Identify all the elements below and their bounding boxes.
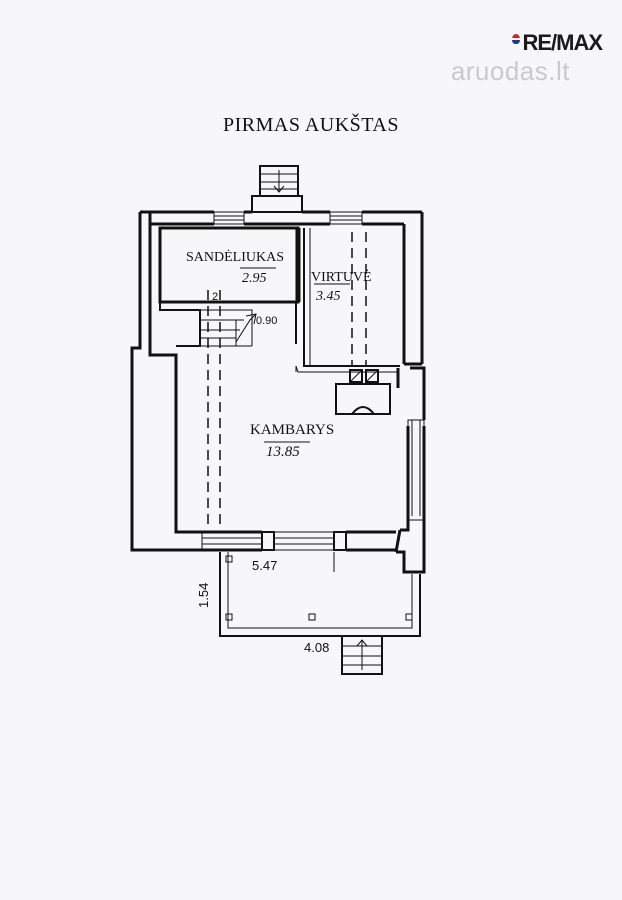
bottom-entrance-stair — [341, 635, 383, 675]
terrace — [219, 552, 421, 637]
room-area-kitchen: 3.45 — [315, 289, 341, 304]
room-area-living: 13.85 — [266, 444, 300, 460]
room-name-living: KAMBARYS — [250, 422, 334, 438]
top-windows — [213, 211, 425, 521]
room-name-storage: SANDĖLIUKAS — [186, 249, 284, 265]
balloon-icon — [512, 34, 521, 44]
remax-logo: RE/MAX — [512, 30, 603, 56]
watermark: aruodas.lt — [450, 56, 570, 86]
room-name-kitchen: VIRTUVĖ — [311, 269, 372, 285]
dashed-lines — [207, 232, 367, 530]
dim-terrace-depth: 1.54 — [196, 583, 211, 608]
dim-terrace-width: 5.47 — [252, 558, 277, 573]
stove — [335, 369, 391, 415]
stair-mark: 2 — [212, 291, 218, 303]
page-title: PIRMAS AUKŠTAS — [222, 114, 399, 136]
room-area-storage: 2.95 — [242, 271, 267, 286]
kitchen-walls — [295, 228, 400, 373]
storage-walls — [158, 226, 301, 304]
logo-text: RE/MAX — [522, 30, 603, 55]
outer-walls — [130, 210, 426, 574]
top-entrance-stair — [251, 165, 303, 213]
area-underlines — [240, 267, 350, 443]
bottom-wall — [201, 530, 396, 552]
stair-partial-dim: 0.90 — [256, 315, 277, 327]
dim-terrace-front: 4.08 — [304, 640, 329, 655]
